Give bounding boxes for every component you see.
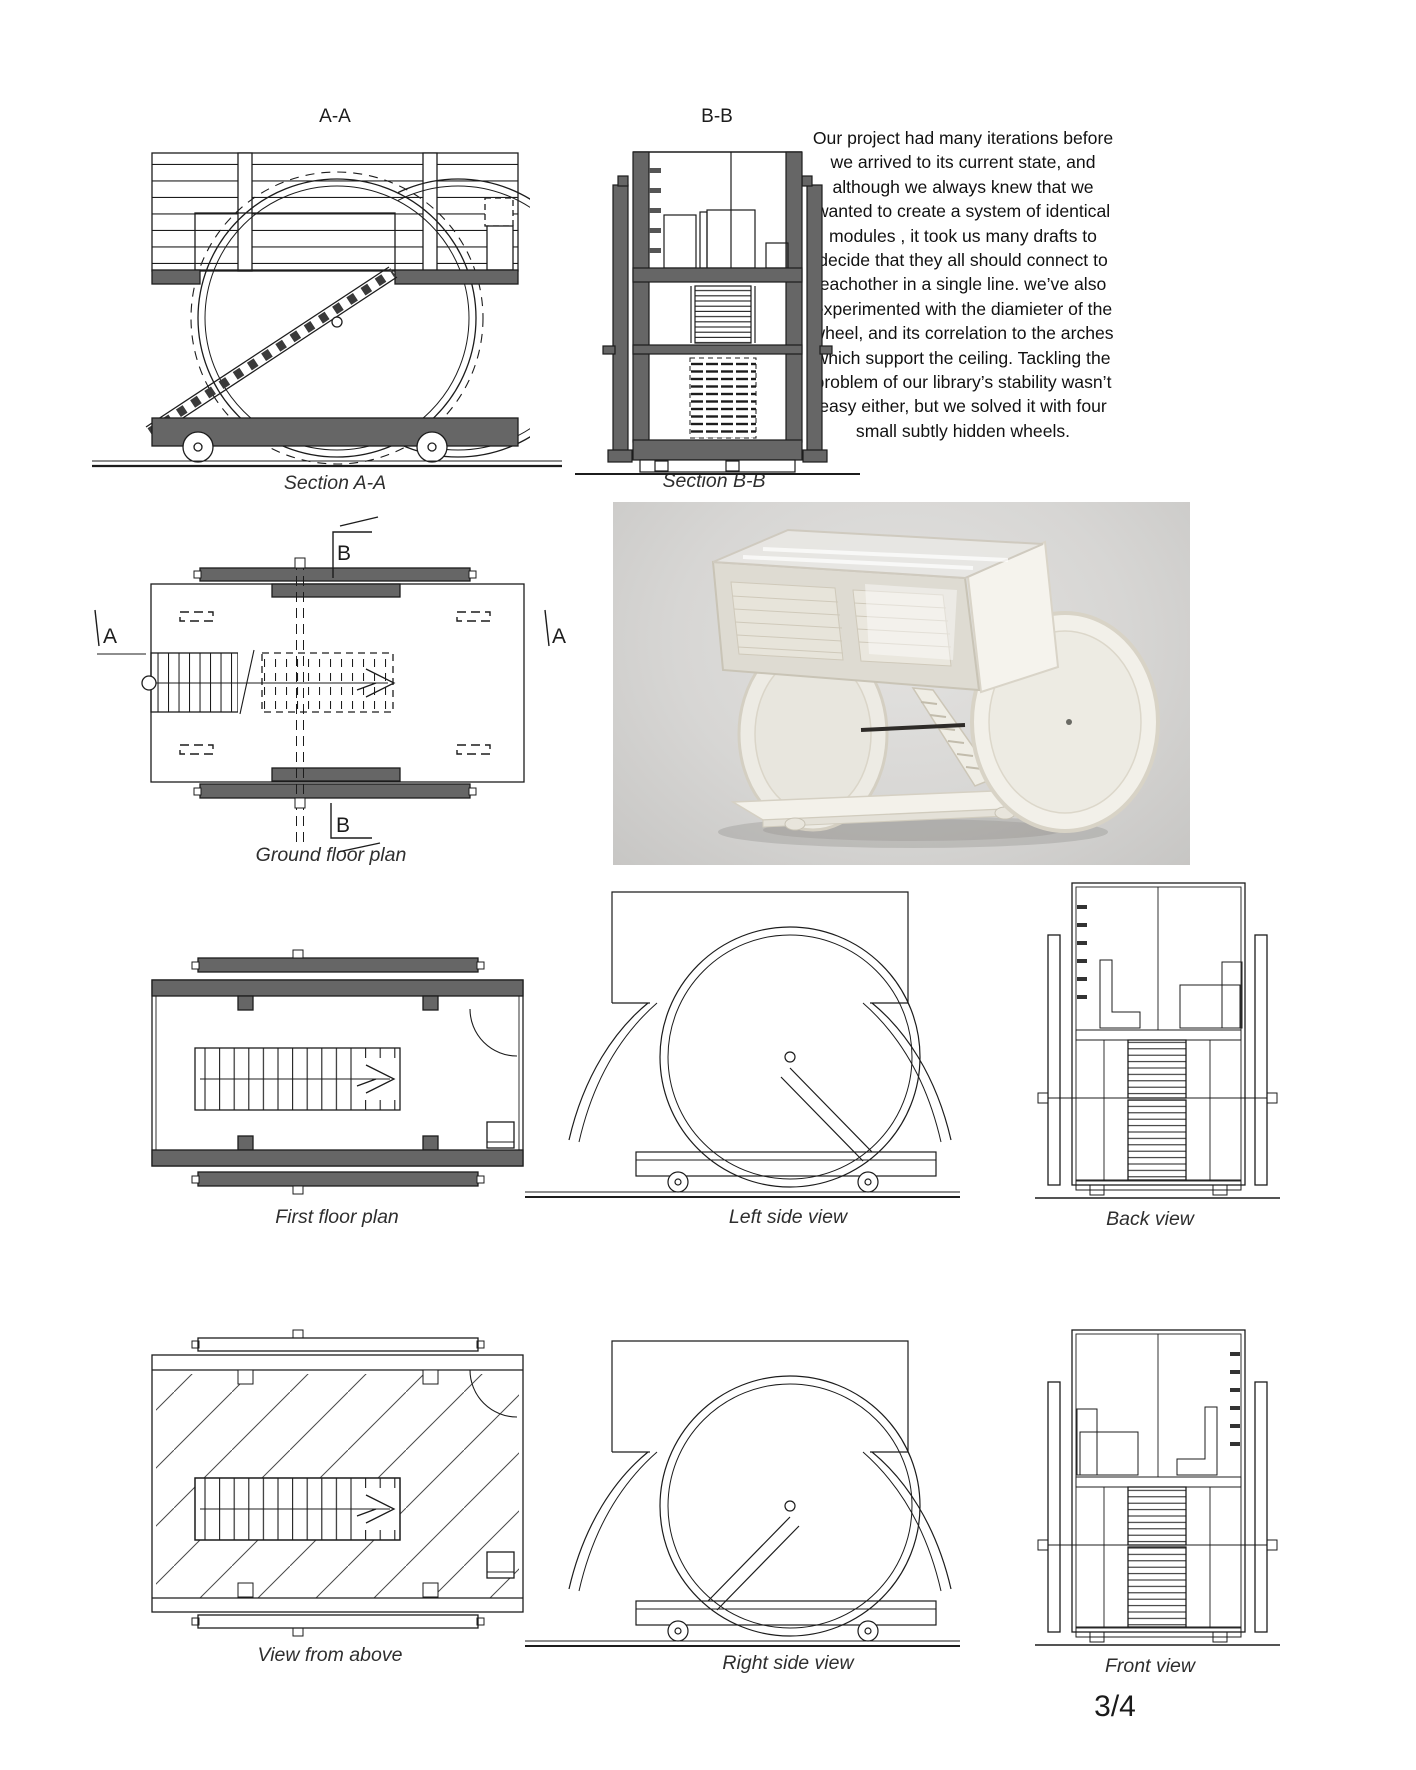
ground-floor-plan-caption: Ground floor plan bbox=[255, 844, 407, 866]
section-aa-caption: Section A-A bbox=[283, 472, 387, 494]
first-floor-plan-caption: First floor plan bbox=[275, 1206, 399, 1228]
section-marker-b-top: B bbox=[337, 542, 351, 565]
view-from-above-drawing bbox=[151, 1329, 524, 1637]
left-side-view-drawing bbox=[525, 891, 960, 1198]
section-marker-a-left: A bbox=[103, 625, 117, 648]
left-side-view-caption: Left side view bbox=[728, 1206, 848, 1228]
right-side-view-drawing bbox=[525, 1340, 960, 1647]
ground-floor-plan-drawing bbox=[94, 516, 550, 853]
back-view-caption: Back view bbox=[1106, 1208, 1194, 1230]
section-bb-drawing bbox=[575, 151, 860, 475]
section-bb-label: B-B bbox=[701, 106, 733, 127]
back-view-drawing bbox=[1035, 882, 1280, 1199]
front-view-caption: Front view bbox=[1105, 1655, 1195, 1677]
right-side-view-caption: Right side view bbox=[722, 1652, 854, 1674]
model-photo bbox=[613, 502, 1190, 865]
first-floor-plan-drawing bbox=[151, 949, 524, 1195]
section-aa-drawing bbox=[92, 152, 562, 468]
section-aa-label: A-A bbox=[319, 106, 351, 127]
page-number: 3/4 bbox=[1094, 1690, 1136, 1723]
section-bb-caption: Section B-B bbox=[662, 470, 766, 492]
project-description: Our project had many iterations before w… bbox=[812, 128, 1114, 441]
front-view-drawing bbox=[1035, 1329, 1280, 1646]
section-marker-b-bottom: B bbox=[336, 814, 350, 837]
view-from-above-caption: View from above bbox=[257, 1644, 403, 1666]
section-marker-a-right: A bbox=[552, 625, 566, 648]
model-photo-illustration bbox=[711, 528, 1160, 848]
